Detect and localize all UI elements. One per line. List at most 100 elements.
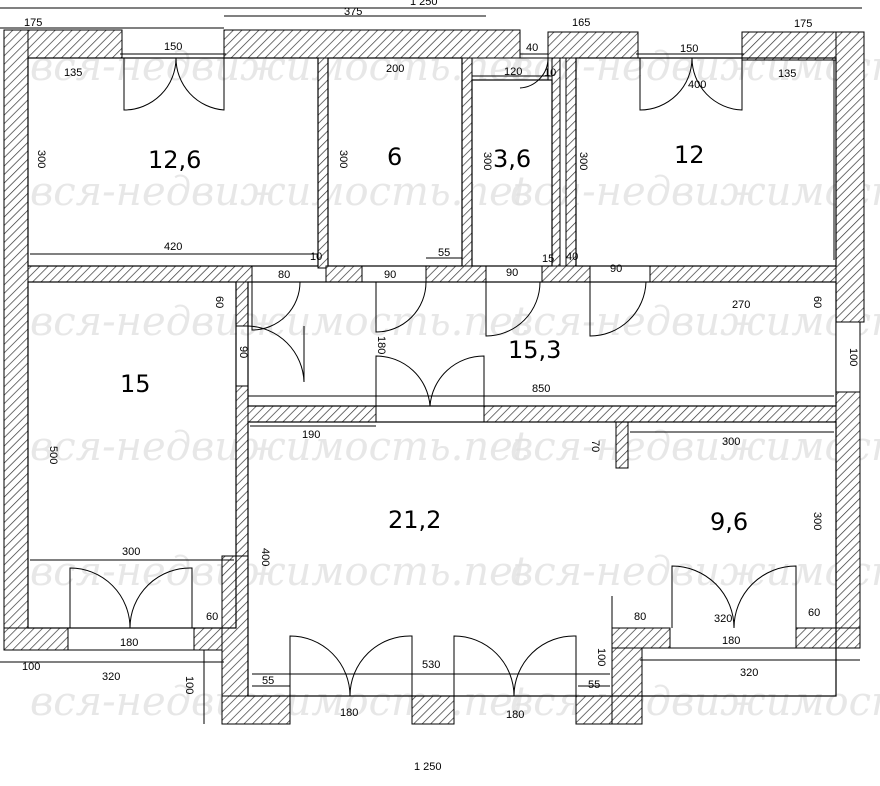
dimension-label: 80 [278, 269, 290, 281]
dimension-label: 270 [732, 299, 750, 311]
dimension-label: 100 [847, 348, 859, 366]
wall [795, 627, 861, 649]
door-swing [519, 57, 549, 89]
door-swing [485, 281, 541, 337]
window-opening [835, 321, 861, 393]
wall [223, 29, 521, 59]
watermark-text: вся-недвижимость.net [510, 424, 880, 470]
watermark-text: вся-недвижимость.net [510, 679, 880, 725]
dimension-label: 300 [35, 150, 47, 168]
dimension-label: 300 [811, 512, 823, 530]
dimension-label: 150 [680, 43, 698, 55]
dimension-label: 300 [577, 152, 589, 170]
wall [461, 57, 473, 269]
room-area-label: 12,6 [148, 146, 201, 174]
dimension-label: 320 [740, 667, 758, 679]
dimension-label: 135 [778, 68, 796, 80]
door-swing [129, 567, 193, 629]
dimension-lines [0, 7, 862, 724]
wall [317, 57, 329, 269]
room-area-label: 9,6 [710, 508, 748, 536]
dimension-label: 55 [438, 247, 450, 259]
watermark-text: вся-недвижимость.net [30, 299, 530, 345]
wall [551, 57, 561, 269]
dimension-label: 90 [384, 269, 396, 281]
wall [247, 405, 377, 423]
wall [611, 627, 671, 649]
dimension-label: 320 [102, 671, 120, 683]
dimension-label: 180 [120, 637, 138, 649]
dimension-label: 300 [481, 152, 493, 170]
dimension-label: 190 [302, 429, 320, 441]
door-swing [375, 281, 427, 333]
room-area-labels: 12,6 6 3,6 12 15 15,3 21,2 9,6 [120, 141, 748, 536]
door-swing [453, 635, 515, 697]
watermark-text: вся-недвижимость.net [30, 424, 530, 470]
watermark-text: вся-недвижимость.net [510, 299, 880, 345]
dimension-label: 80 [634, 611, 646, 623]
door-swing [123, 57, 177, 111]
dimension-label: 1 250 [414, 761, 442, 773]
wall [835, 391, 861, 629]
dimension-label: 90 [506, 267, 518, 279]
dimension-label: 320 [714, 613, 732, 625]
dimension-label: 55 [588, 679, 600, 691]
wall [235, 281, 249, 327]
door-swing [639, 57, 693, 111]
dimension-label: 300 [722, 436, 740, 448]
dimension-label: 100 [595, 648, 607, 666]
wall [615, 421, 629, 469]
wall [325, 265, 363, 283]
room-area-label: 12 [674, 141, 705, 169]
wall [541, 265, 591, 283]
dimension-label: 500 [47, 446, 59, 464]
dimension-label: 100 [22, 661, 40, 673]
wall [411, 695, 455, 725]
wall [235, 385, 249, 557]
dimension-label: 1 250 [410, 0, 438, 8]
dimension-label: 180 [375, 336, 387, 354]
dimension-label: 90 [237, 346, 249, 358]
wall [649, 265, 837, 283]
door-swing [69, 567, 131, 629]
room-area-label: 15,3 [508, 336, 561, 364]
dimension-label: 850 [532, 383, 550, 395]
dimension-label: 165 [572, 17, 590, 29]
wall [27, 265, 253, 283]
room-outlines [27, 57, 837, 697]
dimension-label: 300 [337, 150, 349, 168]
dimension-label: 70 [589, 440, 601, 452]
dimension-label: 175 [24, 17, 42, 29]
wall [3, 627, 69, 651]
wall [425, 265, 487, 283]
wall [547, 31, 639, 59]
dimension-label: 150 [164, 41, 182, 53]
dimension-label: 100 [183, 676, 195, 694]
dimension-label: 55 [262, 675, 274, 687]
room-area-label: 15 [120, 370, 151, 398]
dimension-label: 375 [344, 6, 362, 18]
door-swing [513, 635, 577, 697]
door-swing [691, 57, 743, 111]
door-swing [671, 565, 735, 629]
wall [835, 31, 865, 323]
watermark-text: вся-недвижимость.net [30, 169, 530, 215]
dimension-label: 175 [794, 18, 812, 30]
dimension-labels: 1 250 175 375 165 175 150 150 135 135 20… [22, 0, 859, 773]
door-swing [247, 325, 305, 383]
wall [3, 29, 29, 629]
dimension-label: 10 [544, 67, 556, 79]
dimension-label: 15 [542, 253, 554, 265]
door-swing [733, 565, 797, 629]
dimension-label: 200 [386, 63, 404, 75]
dimension-label: 400 [688, 79, 706, 91]
dimension-label: 180 [722, 635, 740, 647]
dimension-label: 180 [506, 709, 524, 721]
door-swing [429, 355, 485, 407]
dimension-label: 135 [64, 67, 82, 79]
wall [565, 57, 577, 269]
watermark-text: вся-недвижимость.net [30, 549, 530, 595]
door-swing [589, 281, 647, 337]
dimension-label: 60 [206, 611, 218, 623]
room-area-label: 3,6 [493, 145, 531, 173]
